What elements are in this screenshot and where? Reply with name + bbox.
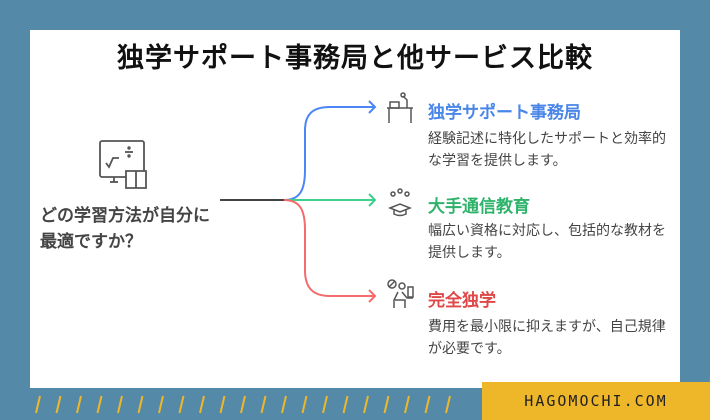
option-desc-support: 経験記述に特化したサポートと効率的な学習を提供します。	[428, 131, 666, 169]
slash-mark	[322, 395, 328, 414]
connector-green	[284, 193, 377, 207]
desk-icon	[387, 92, 413, 123]
slash-decoration: /* placeholder */	[35, 395, 451, 414]
option-desc-correspondence: 幅広い資格に対応し、包括的な教材を提供します。	[428, 223, 666, 261]
site-footer-badge: HAGOMOCHI.COM	[482, 382, 710, 420]
slash-mark	[383, 395, 390, 414]
self-study-icon	[387, 279, 414, 308]
slash-mark	[35, 395, 41, 414]
slash-mark	[55, 395, 62, 414]
option-title-self: 完全独学	[428, 291, 496, 311]
slash-mark	[158, 395, 164, 414]
slash-mark	[96, 395, 103, 414]
slash-mark	[424, 395, 431, 414]
question-text: どの学習方法が自分に最適ですか？	[40, 206, 210, 252]
slash-mark	[445, 395, 451, 414]
slash-mark	[76, 395, 82, 414]
slash-mark	[240, 395, 246, 414]
slash-mark	[117, 395, 123, 414]
slash-mark	[281, 395, 287, 414]
content-panel	[30, 30, 680, 388]
slash-mark	[219, 395, 226, 414]
slash-mark	[199, 395, 205, 414]
slash-mark	[342, 395, 349, 414]
slash-mark	[260, 395, 267, 414]
option-desc-self: 費用を最小限に抑えますが、自己規律が必要です。	[428, 319, 666, 357]
slash-mark	[178, 395, 185, 414]
connector-red	[283, 199, 377, 303]
option-title-support: 独学サポート事務局	[428, 103, 581, 123]
slash-mark	[301, 395, 308, 414]
slash-mark	[404, 395, 410, 414]
page-title: 独学サポート事務局と他サービス比較	[117, 43, 593, 74]
connector-blue	[283, 100, 377, 201]
option-title-correspondence: 大手通信教育	[428, 197, 530, 217]
graduation-icon	[387, 188, 413, 217]
question-icon	[99, 140, 147, 189]
slash-mark	[137, 395, 144, 414]
slash-mark	[363, 395, 369, 414]
